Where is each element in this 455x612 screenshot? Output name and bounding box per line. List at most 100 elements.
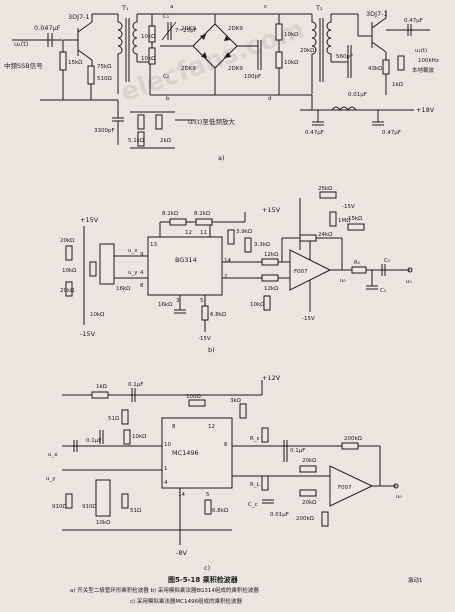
resistor-r100 [188, 399, 206, 407]
cl-label: 0.01μF [270, 512, 289, 518]
resistor-r1k [91, 391, 109, 399]
opamp-c-label: F007 [338, 485, 352, 491]
r910a-label: 910Ω [52, 504, 67, 510]
r12b-label: 12kΩ [264, 286, 278, 292]
rs-label: 510Ω [97, 76, 112, 82]
pin-12-label: 12 [185, 230, 192, 236]
resistor-r10a [89, 261, 97, 277]
r3k-label: 3kΩ [230, 398, 241, 404]
ro-label: R₀ [354, 260, 361, 266]
r-out-label: 1kΩ [392, 82, 403, 88]
pin-10-c-label: 10 [164, 442, 171, 448]
r100-label: 100Ω [186, 394, 201, 400]
out-desc-label: 本地载波 [412, 66, 435, 74]
resistor-r33 [244, 237, 252, 253]
resistor-r5a [137, 114, 145, 130]
resistor-r910b [121, 493, 129, 509]
pin-14-c-label: 14 [178, 492, 185, 498]
pin-8-c-label: 8 [172, 424, 176, 430]
sub-c-label: c) [204, 564, 210, 572]
pin-9-label: 9 [140, 252, 144, 258]
pin-8-label: 8 [140, 283, 144, 289]
c01c-label: 0.1μF [290, 448, 305, 454]
resistor-r68c [204, 499, 212, 515]
r10a-label: 10kΩ [141, 34, 155, 40]
c100-label: 100pF [244, 74, 261, 80]
cb1-label: 0.47μF [305, 130, 324, 136]
resistor-r43 [382, 59, 390, 75]
rg-label: 15kΩ [68, 60, 82, 66]
f100-label: 100kHz [418, 58, 439, 64]
uo-c-label: u₀ [396, 494, 402, 500]
resistor-r39 [227, 229, 235, 245]
figure-caption: 图5-5-18 乘积检波器 a) 开关型二极管环形乘积检波器 b) 采用模拟乘法… [70, 575, 423, 605]
c1-label: C₁ [163, 14, 169, 20]
r51b-label: 51Ω [130, 508, 141, 514]
r910b-label: 910Ω [82, 504, 97, 510]
input-desc-label: 中频SSB信号 [4, 61, 43, 70]
output-terminal-b [407, 267, 413, 273]
caption-title: 图5-5-18 乘积检波器 [168, 575, 239, 584]
n15-top-label: -15V [342, 204, 355, 210]
node-d-label: d [268, 96, 272, 102]
ic-mc1496-label: MC1496 [172, 449, 199, 457]
r16-label: 16kΩ [116, 286, 130, 292]
resistor-r68 [201, 305, 209, 321]
resistor-r82a [169, 218, 187, 226]
uo-b-label: u₀ [406, 279, 412, 285]
pin-13-label: 13 [150, 242, 157, 248]
r5-label: 5.1kΩ [128, 138, 144, 144]
r82a-label: 8.2kΩ [162, 211, 178, 217]
r1k-label: 1kΩ [96, 384, 107, 390]
t2-label: T₂ [315, 4, 323, 12]
ic-mc1496 [161, 417, 233, 489]
circuit-c: MC1496 8 12 10 1 4 14 5 6 1kΩ 0.1μF 100Ω… [46, 374, 402, 572]
r200a-label: 200kΩ [344, 436, 362, 442]
resistor-r200b [321, 511, 329, 527]
r43-label: 43kΩ [368, 66, 382, 72]
pin-4-c-label: 4 [164, 480, 168, 486]
resistor-ro [351, 266, 367, 274]
r20-label: 20kΩ [300, 48, 314, 54]
ic-bg314-label: BG314 [175, 256, 197, 264]
ic-bg314 [147, 236, 223, 296]
r33-label: 3.3kΩ [254, 242, 270, 248]
resistor-r20a [65, 245, 73, 261]
caption-line-c: c) 采用模拟乘法器MC1496组成的乘积检波器 [130, 597, 243, 605]
r10a-label: 10kΩ [62, 268, 76, 274]
resistor-r10k [123, 429, 131, 445]
circuit-a: 0.047μF u₁(t) 中频SSB信号 15kΩ 3DJ7-1 510Ω 7… [4, 4, 439, 162]
out-to-label: u₀(t)至低频放大 [188, 117, 235, 126]
resistor-r10e [155, 114, 163, 130]
opamp-b-label: F007 [294, 269, 308, 275]
node-c-label: c [264, 4, 267, 10]
r10c-label: 10kΩ [96, 520, 110, 526]
r2-label: 2kΩ [160, 138, 171, 144]
resistor-rs [87, 65, 95, 85]
potentiometer-b [99, 243, 115, 285]
n15b-label: -15V [198, 336, 211, 342]
resistor-r3k [239, 403, 247, 419]
r82b-label: 8.2kΩ [194, 211, 210, 217]
r200b-label: 200kΩ [296, 516, 314, 522]
resistor-r12a [261, 258, 279, 266]
resistor-r20a-c [299, 465, 317, 473]
r10b-label: 10kΩ [141, 56, 155, 62]
vcc-label: +18V [416, 106, 435, 114]
opamp-f007-c [329, 465, 374, 507]
r10b-label: 10kΩ [90, 312, 104, 318]
r25-label: 25kΩ [318, 186, 332, 192]
r10d-label: 10kΩ [284, 60, 298, 66]
pin-2-label: 2 [224, 274, 228, 280]
resistor-rc [261, 427, 269, 443]
resistor-rout [397, 55, 405, 71]
r68-label: 6.8kΩ [210, 312, 226, 318]
circuit-b: BG314 13 12 11 9 4 8 14 2 3 5 8.2kΩ 8.2k… [60, 186, 413, 354]
c3300-label: 3300pF [94, 128, 115, 134]
ux-label: u_x [128, 248, 138, 254]
node-a-label: a [170, 4, 173, 10]
c560-label: 560pF [336, 54, 353, 60]
r16b-label: 16kΩ [158, 302, 172, 308]
p12-label: +12V [262, 374, 281, 382]
resistor-r10d [275, 51, 283, 69]
